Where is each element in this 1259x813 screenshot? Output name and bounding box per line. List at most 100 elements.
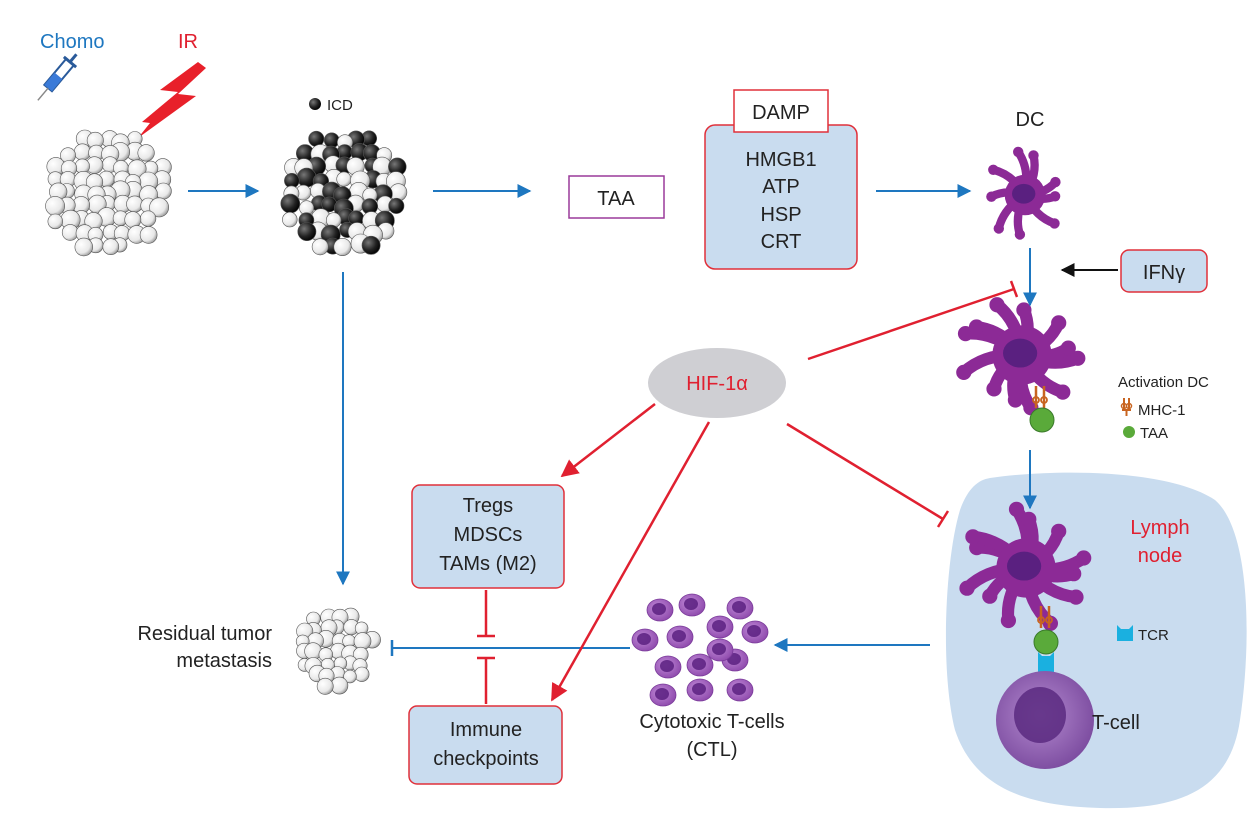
tumor-cell bbox=[45, 196, 66, 216]
icd-legend-dot bbox=[309, 98, 321, 110]
dc-label: DC bbox=[1016, 109, 1045, 131]
ir-label: IR bbox=[178, 31, 198, 53]
dendrite-tip bbox=[986, 381, 1002, 397]
dendritic-cell-lymph-node bbox=[959, 501, 1092, 632]
ifn-label: IFNγ bbox=[1143, 262, 1185, 284]
hif-inhibits-dc-activation bbox=[807, 287, 1015, 361]
tcr-legend-label: TCR bbox=[1138, 627, 1169, 644]
dendrite-tip bbox=[968, 319, 985, 335]
hif-1a-node bbox=[648, 348, 786, 418]
tumor-cell bbox=[124, 211, 142, 229]
mhc1-on-activated-dc bbox=[1032, 386, 1048, 408]
tumor-cell bbox=[139, 226, 158, 244]
icd-tumor-cell bbox=[323, 132, 340, 149]
residual-tumor-cluster bbox=[295, 607, 381, 695]
dc-nucleus bbox=[1007, 551, 1042, 581]
dendrite-tip bbox=[1076, 550, 1092, 566]
hif-inhibits-dc-activation-bar bbox=[1009, 280, 1019, 298]
taa-box bbox=[568, 175, 665, 219]
tumor-cell bbox=[47, 213, 63, 230]
residual-tumor-cell bbox=[304, 642, 322, 661]
dendrite-tip bbox=[1021, 511, 1037, 527]
tumor-cell bbox=[102, 238, 120, 255]
dendrite-tip bbox=[988, 164, 999, 175]
dendrite-tip bbox=[993, 223, 1004, 234]
dendrite-tip bbox=[1051, 315, 1067, 331]
syringe-icon bbox=[37, 53, 78, 101]
lymph-label-line1: Lymph bbox=[1130, 517, 1189, 539]
taa-legend-dot bbox=[1123, 426, 1135, 438]
damp-title: DAMP bbox=[752, 102, 810, 124]
ctl-label-line2: (CTL) bbox=[686, 739, 737, 761]
dc-nucleus bbox=[1012, 183, 1036, 204]
activation-dc-label: Activation DC bbox=[1118, 374, 1209, 391]
icd-tumor-cell bbox=[336, 171, 352, 187]
damp-item-hmgb1: HMGB1 bbox=[745, 149, 816, 171]
ctl-nucleus bbox=[672, 630, 686, 642]
tumor-cell bbox=[137, 144, 155, 162]
ctl-nucleus bbox=[692, 658, 706, 670]
dendrite-tip bbox=[1007, 392, 1024, 408]
ctl-nucleus bbox=[712, 620, 726, 632]
tumor-cell bbox=[140, 210, 157, 227]
tumor-cell bbox=[73, 143, 91, 161]
damp-item-atp: ATP bbox=[762, 176, 799, 198]
mhc1-legend-label: MHC-1 bbox=[1138, 402, 1186, 419]
icd-legend-label: ICD bbox=[327, 97, 353, 114]
icd-tumor-cell bbox=[297, 222, 317, 242]
dendrite-tip bbox=[1008, 501, 1025, 517]
dendrite-tip bbox=[957, 326, 974, 342]
dendrite-tip bbox=[1070, 350, 1086, 366]
hif-to-checkpoints bbox=[550, 421, 711, 702]
residual-tumor-cell bbox=[343, 669, 357, 684]
taa-box-label: TAA bbox=[597, 188, 635, 210]
tumor-cell bbox=[74, 237, 94, 257]
mhc1-legend-icon bbox=[1120, 398, 1133, 416]
lymph-node-region bbox=[945, 472, 1247, 809]
dendrite-tip bbox=[1060, 340, 1076, 356]
tumor-cell-cluster bbox=[45, 129, 172, 257]
dendrite-tip bbox=[1051, 523, 1067, 539]
dendrite-tip bbox=[1028, 150, 1039, 161]
dendrite-tip bbox=[1049, 191, 1061, 202]
ctl-nucleus bbox=[660, 660, 674, 672]
residual-label-line2: metastasis bbox=[176, 650, 272, 672]
damp-item-crt: CRT bbox=[761, 231, 802, 253]
ctl-nucleus bbox=[747, 625, 761, 637]
ctl-nucleus bbox=[652, 603, 666, 615]
tcr-on-tcell bbox=[1038, 652, 1054, 672]
tumor-cell bbox=[126, 195, 144, 213]
residual-tumor-cell bbox=[354, 666, 370, 682]
dendrite-tip bbox=[1014, 229, 1026, 240]
ctl-cluster bbox=[631, 593, 769, 707]
tumor-cell bbox=[149, 197, 170, 218]
ctl-label-line1: Cytotoxic T-cells bbox=[639, 711, 784, 733]
immune-checkpoints-box bbox=[408, 705, 563, 785]
suppressor-tregs: Tregs bbox=[463, 495, 513, 517]
suppressor-mdscs: MDSCs bbox=[454, 524, 523, 546]
residual-label-line1: Residual tumor bbox=[137, 623, 272, 645]
dendritic-cell-activated bbox=[956, 297, 1086, 416]
ctl-nucleus bbox=[692, 683, 706, 695]
hif-inhibits-lymph-node-bar bbox=[936, 510, 950, 528]
ctl-nucleus bbox=[684, 598, 698, 610]
damp-item-hsp: HSP bbox=[760, 204, 801, 226]
dendrite-tip bbox=[1068, 589, 1084, 605]
taa-legend-label: TAA bbox=[1140, 425, 1168, 442]
dendrite-tip bbox=[1000, 612, 1017, 629]
dendrite-tip bbox=[1055, 384, 1071, 400]
residual-tumor-cell bbox=[316, 677, 334, 695]
ctl-nucleus bbox=[732, 601, 746, 613]
hif-to-suppressors bbox=[560, 403, 656, 478]
icd-tumor-cell bbox=[296, 167, 317, 188]
ctl-nucleus bbox=[732, 683, 746, 695]
dendrite-tip bbox=[989, 297, 1005, 313]
t-cell-nucleus bbox=[1014, 687, 1066, 743]
tcell-label: T-cell bbox=[1092, 712, 1140, 734]
chemo-label: Chomo bbox=[40, 31, 104, 53]
damp-title-box bbox=[733, 89, 829, 133]
ctl-nucleus bbox=[637, 633, 651, 645]
dendrite-tip bbox=[982, 588, 998, 604]
